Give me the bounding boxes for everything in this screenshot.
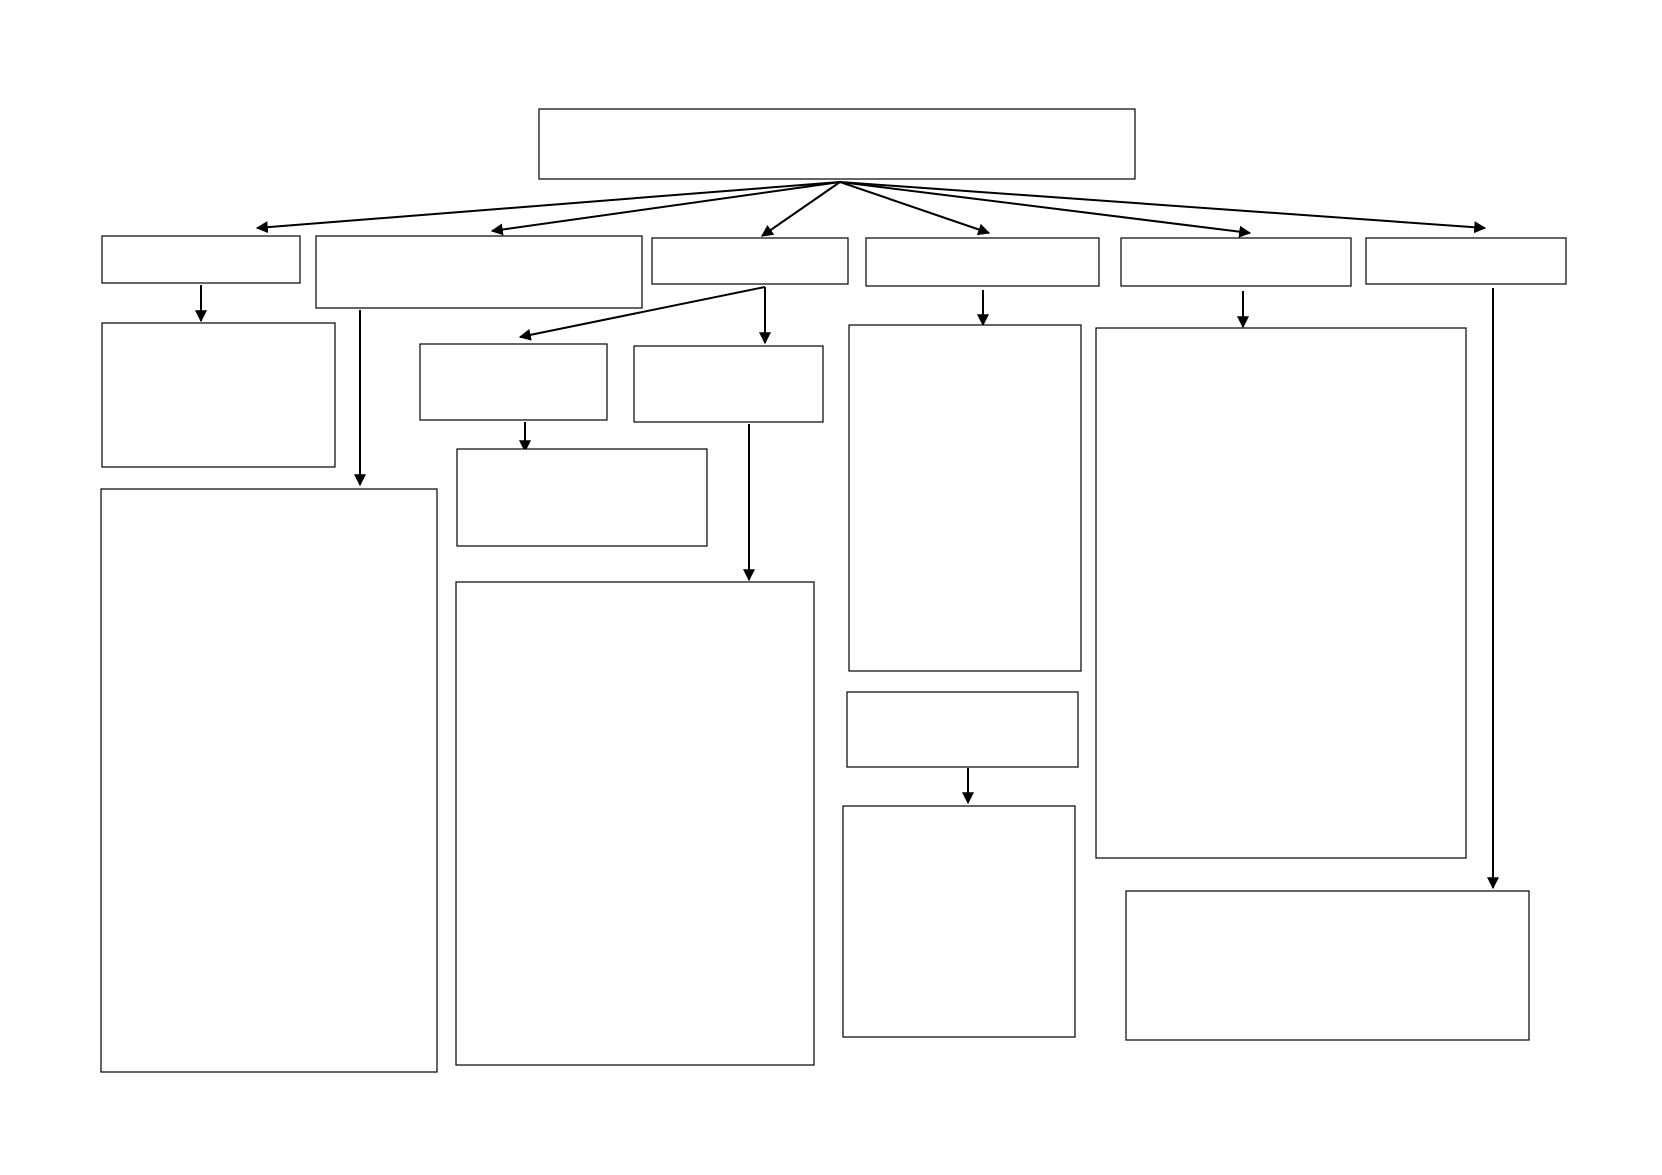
node-box [1095,327,1467,859]
node-box [100,488,438,1073]
node-branch-6 [1365,237,1567,285]
arrow-branch-3-to-branch-3-sub-a [518,286,766,341]
node-branch-3-sub-a [419,343,608,421]
node-box [456,448,708,547]
arrow-root-to-branch-5 [839,181,1252,238]
node-box [842,805,1076,1038]
node-branch-5-child [1095,327,1467,859]
arrow-root-to-branch-6 [839,181,1487,234]
node-box [538,108,1136,180]
arrow-root-to-branch-1 [255,181,841,234]
box-layer [100,108,1567,1073]
connector-layer [195,181,1499,890]
node-box [1120,237,1352,287]
node-branch-1 [101,235,301,284]
node-branch-1-child [101,322,336,468]
node-branch-5 [1120,237,1352,287]
node-branch-4-sub-child [842,805,1076,1038]
node-branch-4-child [848,324,1082,672]
node-box [1125,890,1530,1041]
node-branch-4 [865,237,1100,287]
arrow-root-to-branch-4 [839,181,991,236]
node-branch-2 [315,235,643,309]
node-box [101,322,336,468]
arrow-root-to-branch-3 [761,181,841,237]
node-branch-4-sub [846,691,1079,768]
node-box [1365,237,1567,285]
node-box [455,581,815,1066]
node-branch-6-child [1125,890,1530,1041]
node-box [846,691,1079,768]
node-box [419,343,608,421]
node-branch-3-sub-a-child [456,448,708,547]
node-branch-2-child [100,488,438,1073]
node-root [538,108,1136,180]
arrow-root-to-branch-2 [490,181,841,236]
node-branch-3-sub-b [633,345,824,423]
node-box [315,235,643,309]
node-box [633,345,824,423]
node-box [101,235,301,284]
node-box [865,237,1100,287]
node-box [651,237,849,285]
node-branch-3-sub-b-child [455,581,815,1066]
node-box [848,324,1082,672]
node-branch-3 [651,237,849,285]
